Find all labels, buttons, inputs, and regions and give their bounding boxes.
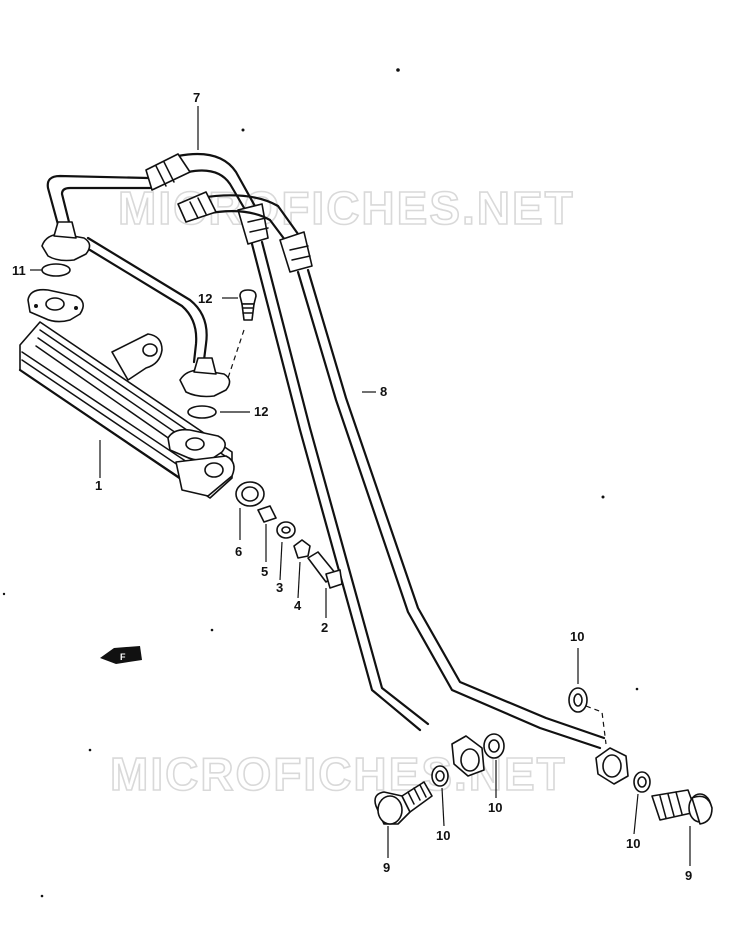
leader-lines — [30, 106, 691, 866]
banjo-fitting-left — [451, 735, 485, 777]
o-ring-11-lower — [187, 405, 217, 419]
front-arrow-label: F — [120, 652, 126, 662]
callout-10-d: 10 — [626, 836, 640, 851]
union-bolt-9-left — [374, 781, 433, 825]
callout-10-a: 10 — [570, 629, 584, 644]
callout-9-right: 9 — [685, 868, 692, 883]
oil-cooler — [18, 288, 235, 499]
union-bolt-9-right — [651, 789, 713, 825]
callout-7: 7 — [193, 90, 200, 105]
banjo-fitting-right — [595, 747, 629, 785]
callout-6: 6 — [235, 544, 242, 559]
washer-3 — [276, 521, 296, 539]
callout-11-lower: 12 — [254, 404, 268, 419]
nut-4 — [293, 539, 311, 559]
bolt-2 — [307, 551, 343, 589]
callout-1: 1 — [95, 478, 102, 493]
callout-12: 12 — [198, 291, 212, 306]
o-ring-6 — [235, 481, 265, 507]
plug-5 — [257, 505, 277, 523]
o-ring-11-top — [41, 263, 71, 277]
bolt-12-guide-line — [227, 329, 245, 379]
callout-2: 2 — [321, 620, 328, 635]
washer-10-right — [633, 771, 651, 793]
callout-4: 4 — [294, 598, 302, 613]
callout-9-left: 9 — [383, 860, 390, 875]
bolt-12 — [239, 289, 257, 321]
washer-10-left — [431, 765, 449, 787]
oil-pipe-8 — [86, 191, 606, 750]
callout-11-top: 11 — [12, 263, 26, 278]
callout-5: 5 — [261, 564, 268, 579]
callout-10-b: 10 — [488, 800, 502, 815]
washer-10-right-top — [568, 687, 588, 713]
callout-10-c: 10 — [436, 828, 450, 843]
scan-specks — [2, 68, 639, 898]
callout-8: 8 — [380, 384, 387, 399]
oil-pipe-7 — [41, 152, 430, 732]
washer-10-mid — [483, 733, 505, 759]
callout-3: 3 — [276, 580, 283, 595]
front-direction-arrow: F — [100, 646, 142, 664]
washer-guide-line — [585, 705, 607, 745]
